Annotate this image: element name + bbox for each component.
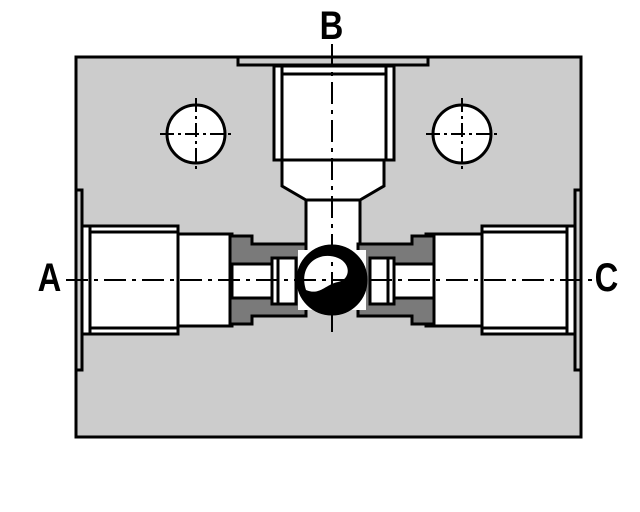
port-a-label: A bbox=[37, 256, 62, 300]
port-b-label: B bbox=[319, 4, 344, 48]
port-c-label: C bbox=[594, 256, 619, 300]
port-b-bore bbox=[272, 64, 396, 162]
ball-highlight bbox=[304, 255, 348, 292]
